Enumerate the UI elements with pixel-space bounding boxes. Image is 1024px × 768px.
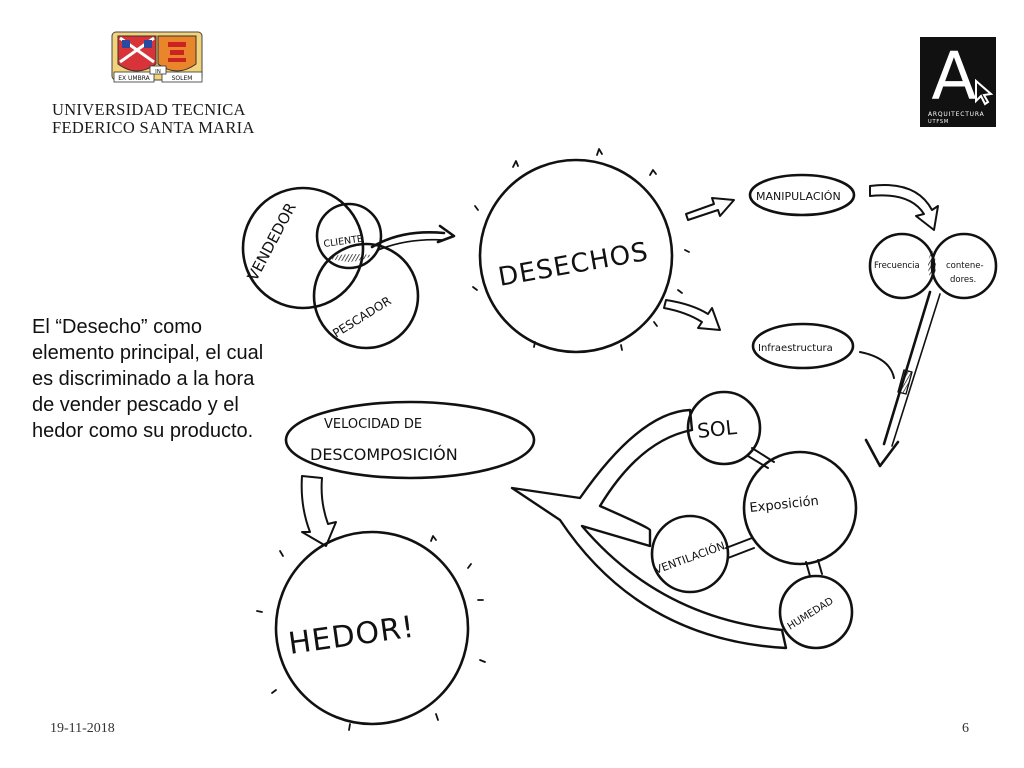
- sol-circle: [686, 390, 762, 466]
- infraestructura-label: Infraestructura: [758, 343, 833, 354]
- university-name-line2: FEDERICO SANTA MARIA: [52, 118, 255, 137]
- hedor-circle: [274, 530, 470, 726]
- frecuencia-label: Frecuencia: [874, 261, 920, 271]
- return-arrow: [510, 408, 788, 650]
- footer-page-number: 6: [962, 721, 969, 736]
- vendedor-label: VENDEDOR: [244, 200, 300, 284]
- vendedor-circle: [241, 186, 365, 310]
- contenedores-label-2: dores.: [950, 275, 976, 285]
- arrow-to-desechos: [370, 231, 446, 249]
- sol-exposicion-link: [747, 447, 775, 469]
- university-logo: EX UMBRA IN SOLEM UNIVERSIDAD TECNICA FE…: [52, 28, 272, 138]
- contenedores-label-1: contene-: [946, 261, 984, 271]
- desechos-tick-marks: [472, 148, 690, 351]
- university-crest-icon: EX UMBRA IN SOLEM: [111, 31, 203, 83]
- desechos-circle: [478, 158, 674, 354]
- exposicion-humedad-link: [805, 559, 823, 577]
- motto-right-text: SOLEM: [172, 75, 193, 82]
- cliente-label: CLIENTE: [323, 234, 364, 250]
- velocidad-label-2: DESCOMPOSICIÓN: [310, 445, 458, 464]
- motto-mid-text: IN: [155, 69, 161, 75]
- arrowhead-exposicion: [864, 438, 900, 468]
- ventilacion-label: VENTILACIÓN: [653, 539, 727, 577]
- humedad-circle: [778, 574, 854, 650]
- utfsm-label: UTFSM: [928, 119, 949, 125]
- cursor-icon: [975, 78, 994, 106]
- manipulacion-label: MANIPULACIÓN: [756, 190, 841, 203]
- arquitectura-label: ARQUITECTURA: [928, 111, 985, 118]
- manipulacion-ellipse: [748, 173, 856, 217]
- pescador-circle: [312, 242, 420, 350]
- arrow-to-frecuencia: [869, 184, 939, 231]
- exposicion-circle: [742, 450, 858, 566]
- hedor-label: HEDOR!: [286, 610, 417, 662]
- infraestructura-ellipse: [751, 322, 855, 370]
- frecuencia-overlap-hatch: [928, 250, 936, 282]
- hedor-tick-marks: [256, 535, 486, 731]
- arrow-to-infraestructura: [663, 299, 721, 331]
- motto-left-text: EX UMBRA: [118, 75, 150, 82]
- humedad-label: HUMEDAD: [786, 596, 836, 633]
- arquitectura-letter: A: [931, 38, 976, 115]
- desechos-label: DESECHOS: [496, 237, 651, 293]
- arrow-to-hedor: [300, 475, 337, 547]
- footer-date: 19-11-2018: [50, 721, 115, 736]
- pescador-label: PESCADOR: [330, 294, 393, 341]
- exposicion-label: Exposición: [749, 494, 820, 516]
- long-arrow-down: [882, 290, 932, 446]
- cliente-circle: [315, 202, 383, 270]
- arquitectura-logo: A ARQUITECTURA UTFSM: [920, 37, 996, 127]
- university-name-line1: UNIVERSIDAD TECNICA: [52, 100, 246, 119]
- venn-overlap-hatch: [324, 254, 372, 262]
- ventilacion-circle: [650, 514, 730, 594]
- infraestructura-connector: [859, 351, 895, 379]
- velocidad-ellipse: [284, 400, 536, 480]
- arrowhead-desechos: [436, 224, 456, 244]
- ventilacion-exposicion-link: [725, 537, 755, 559]
- arrow-to-manipulacion: [685, 197, 735, 221]
- sol-label: SOL: [696, 415, 739, 443]
- description-text: El “Desecho” como elemento principal, el…: [32, 316, 264, 442]
- velocidad-label-1: VELOCIDAD DE: [324, 417, 422, 432]
